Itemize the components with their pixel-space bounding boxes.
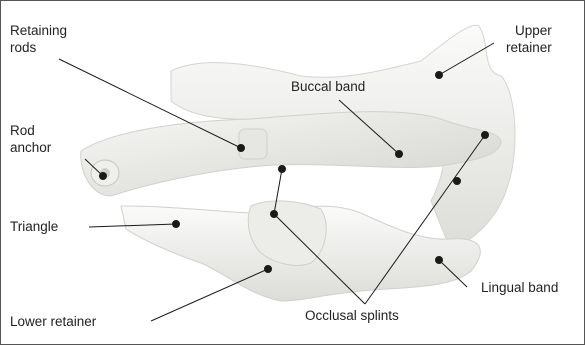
- label-retaining-rods-line2: rods: [10, 39, 67, 56]
- leader-dot-lower-retainer: [265, 266, 272, 273]
- leader-dot-lingual-band: [436, 257, 443, 264]
- label-rod-anchor: Rod anchor: [10, 122, 51, 156]
- leader-dot-upper-retainer: [436, 72, 443, 79]
- leader-dot-buccal-band: [396, 151, 403, 158]
- label-retaining-rods-line1: Retaining: [10, 22, 67, 39]
- label-upper-retainer-line2: retainer: [506, 39, 552, 56]
- label-retaining-rods: Retaining rods: [10, 22, 67, 56]
- label-lower-retainer: Lower retainer: [10, 313, 96, 330]
- leader-dot-occlusal-right-mid: [454, 178, 461, 185]
- label-triangle: Triangle: [10, 218, 58, 235]
- leader-dot-retaining-rods: [238, 145, 245, 152]
- leader-dot-occlusal-upper: [279, 166, 286, 173]
- leader-dot-triangle: [173, 221, 180, 228]
- hinge-shape: [239, 129, 267, 159]
- label-upper-retainer: Upper retainer: [506, 22, 552, 56]
- leader-lower-retainer: [151, 269, 268, 321]
- label-upper-retainer-line1: Upper: [506, 22, 552, 39]
- leader-dot-rod-anchor: [100, 173, 107, 180]
- leader-dot-occlusal-right-top: [482, 132, 489, 139]
- label-rod-anchor-line1: Rod: [10, 122, 51, 139]
- label-rod-anchor-line2: anchor: [10, 139, 51, 156]
- label-occlusal-splints: Occlusal splints: [305, 307, 399, 324]
- buccal-band-shape: [81, 112, 501, 196]
- label-lingual-band: Lingual band: [481, 279, 558, 296]
- label-buccal-band: Buccal band: [291, 78, 365, 95]
